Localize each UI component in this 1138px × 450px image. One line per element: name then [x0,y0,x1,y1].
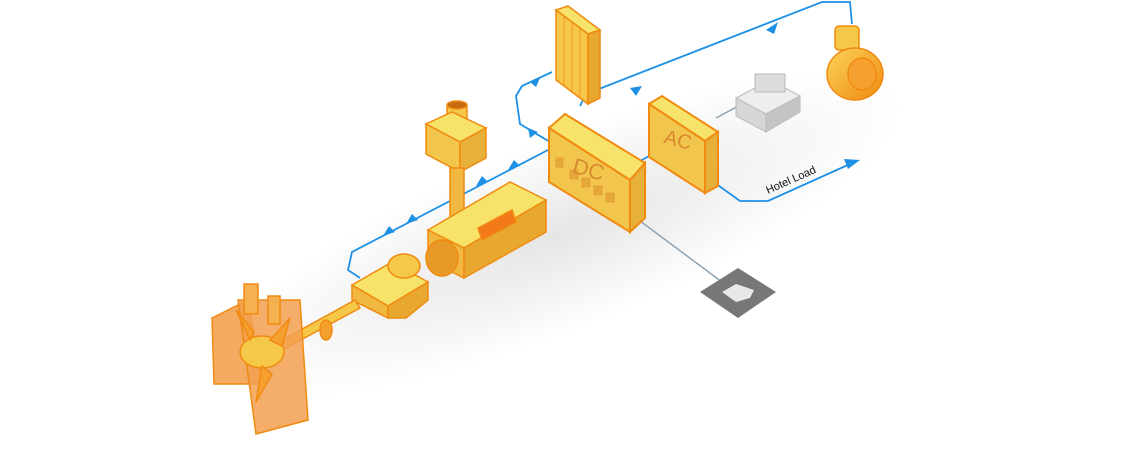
dc-switchboard: DC [547,112,647,235]
hotel-load-line [707,163,851,202]
rudder-propeller [211,283,309,435]
arrow-icon [508,160,520,170]
dc-to-shore-line [627,211,723,283]
shore-connection-icon [700,268,776,318]
battery-pack [554,5,602,106]
arrow-icon [844,159,860,169]
arrow-icon [766,22,778,34]
tunnel-thruster [826,25,884,101]
ac-switchboard: AC [647,94,720,195]
flow-arrows [383,22,860,236]
main-engine [425,181,548,280]
diesel-generator [734,73,802,133]
arrow-icon [528,128,538,138]
arrow-icon [530,78,540,87]
arrow-icon [630,86,642,96]
arrow-icon [406,214,418,224]
arrow-icon [383,226,395,236]
arrow-icon [476,176,488,186]
gearbox [350,253,430,320]
